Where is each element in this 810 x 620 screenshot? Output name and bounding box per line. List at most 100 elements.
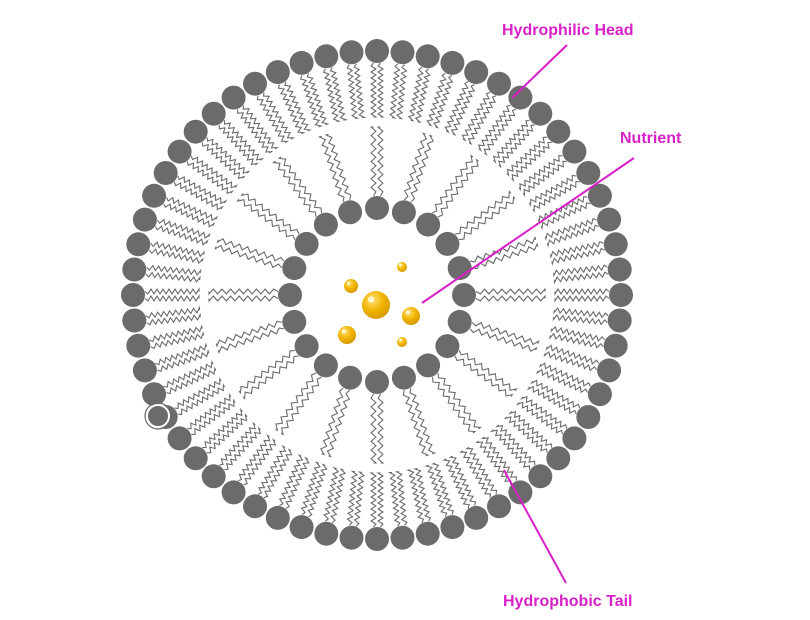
hydrophobic-tail <box>353 471 365 527</box>
hydrophilic-head <box>440 515 465 540</box>
hydrophobic-tail <box>173 181 224 211</box>
hydrophilic-head <box>365 196 389 220</box>
hydrophobic-tail <box>370 62 378 118</box>
nutrient-particle <box>397 262 407 272</box>
hydrophilic-head <box>339 40 364 65</box>
hydrophobic-tail <box>403 132 428 201</box>
hydrophobic-tail <box>458 350 518 392</box>
hydrophobic-tail <box>277 156 323 213</box>
hydrophobic-tail <box>389 63 401 119</box>
hydrophilic-head <box>435 334 460 359</box>
hydrophilic-head <box>607 308 632 333</box>
hydrophobic-tail <box>477 104 511 152</box>
hydrophilic-head <box>122 308 147 333</box>
hydrophobic-tail <box>546 224 599 248</box>
hydrophilic-head <box>313 353 338 378</box>
hydrophilic-head <box>294 334 319 359</box>
hydrophobic-tail <box>206 137 251 174</box>
nutrient-highlight <box>341 329 346 334</box>
hydrophobic-tail <box>322 68 341 123</box>
hydrophobic-tail <box>469 235 537 263</box>
hydrophobic-tail <box>395 64 408 120</box>
nutrient-highlight <box>405 310 410 315</box>
hydrophobic-tail <box>530 379 581 409</box>
hydrophilic-head-label: Hydrophilic Head <box>502 22 634 39</box>
hydrophilic-head <box>221 480 246 505</box>
hydrophobic-tail <box>508 410 553 448</box>
hydrophobic-tail <box>330 468 347 524</box>
hydrophobic-tail <box>492 119 530 164</box>
hydrophilic-head <box>126 232 151 257</box>
hydrophobic-tail <box>377 62 385 118</box>
hydrophobic-tail <box>150 331 205 350</box>
hydrophobic-tail <box>545 344 600 365</box>
hydrophobic-tail <box>543 351 598 372</box>
hydrophilic-head <box>201 101 226 126</box>
hydrophobic-tail <box>166 196 219 222</box>
hydrophobic-tail <box>550 325 606 342</box>
hydrophobic-tail <box>483 108 517 157</box>
hydrophilic-head <box>452 283 476 307</box>
hydrophobic-tail <box>413 467 432 522</box>
nutrient-particles <box>338 262 420 347</box>
hydrophobic-tail <box>544 217 597 241</box>
hydrophobic-tail <box>532 180 580 214</box>
hydrophobic-tail <box>467 95 497 146</box>
hydrophilic-head <box>289 50 314 75</box>
hydrophilic-head <box>289 515 314 540</box>
hydrophobic-tail <box>522 160 567 197</box>
hydrophilic-head <box>603 333 628 358</box>
hydrophobic-tail <box>387 471 401 527</box>
hydrophobic-tail <box>236 198 296 240</box>
hydrophobic-tail <box>272 160 317 218</box>
hydrophobic-tail <box>277 84 306 135</box>
hydrophobic-tail <box>431 377 477 434</box>
hydrophilic-head <box>121 283 145 307</box>
hydrophobic-tail <box>150 241 206 258</box>
hydrophilic-head <box>528 464 553 489</box>
callout-line <box>503 469 567 584</box>
hydrophobic-tail <box>454 355 514 397</box>
hydrophobic-tail <box>163 203 216 228</box>
hydrophobic-tail <box>503 416 548 453</box>
hydrophilic-head <box>546 446 571 471</box>
hydrophobic-tail <box>407 66 424 122</box>
hydrophobic-tail <box>299 75 323 128</box>
hydrophilic-head <box>221 85 246 110</box>
hydrophobic-tail <box>553 307 609 319</box>
hydrophilic-head <box>390 525 415 550</box>
hydrophilic-head <box>278 283 302 307</box>
hydrophilic-head <box>562 426 587 451</box>
hydrophobic-tail <box>437 158 479 218</box>
hydrophobic-tail <box>409 387 437 455</box>
hydrophobic-tail <box>549 240 604 259</box>
hydrophilic-head <box>607 257 632 282</box>
nutrient-particle <box>397 337 407 347</box>
hydrophilic-head <box>132 358 157 383</box>
hydrophobic-tail <box>471 321 540 346</box>
hydrophobic-tail <box>243 438 277 486</box>
hydrophobic-tail <box>489 429 531 470</box>
hydrophobic-tail <box>528 174 577 207</box>
hydrophobic-tail <box>202 407 243 449</box>
hydrophobic-tail <box>551 247 605 266</box>
hydrophilic-head <box>435 231 460 256</box>
hydrophilic-head <box>365 370 389 394</box>
nutrient-highlight <box>347 281 351 285</box>
inner-hydrophilic-heads <box>278 196 476 394</box>
hydrophobic-tail <box>320 387 344 456</box>
hydrophilic-head <box>265 60 290 85</box>
hydrophilic-head <box>440 50 465 75</box>
hydrophobic-tail <box>262 92 296 140</box>
hydrophilic-head <box>390 40 415 65</box>
hydrophilic-head <box>282 309 307 334</box>
hydrophobic-tail <box>376 472 384 528</box>
hydrophobic-tail <box>191 398 236 435</box>
hydrophobic-tail <box>242 105 279 150</box>
hydrophobic-tail <box>377 393 385 464</box>
hydrophilic-head <box>464 505 489 530</box>
hydrophilic-head <box>142 382 167 407</box>
hydrophobic-tail <box>223 120 265 161</box>
hydrophobic-tail <box>353 63 367 119</box>
hydrophobic-tail <box>459 195 516 241</box>
